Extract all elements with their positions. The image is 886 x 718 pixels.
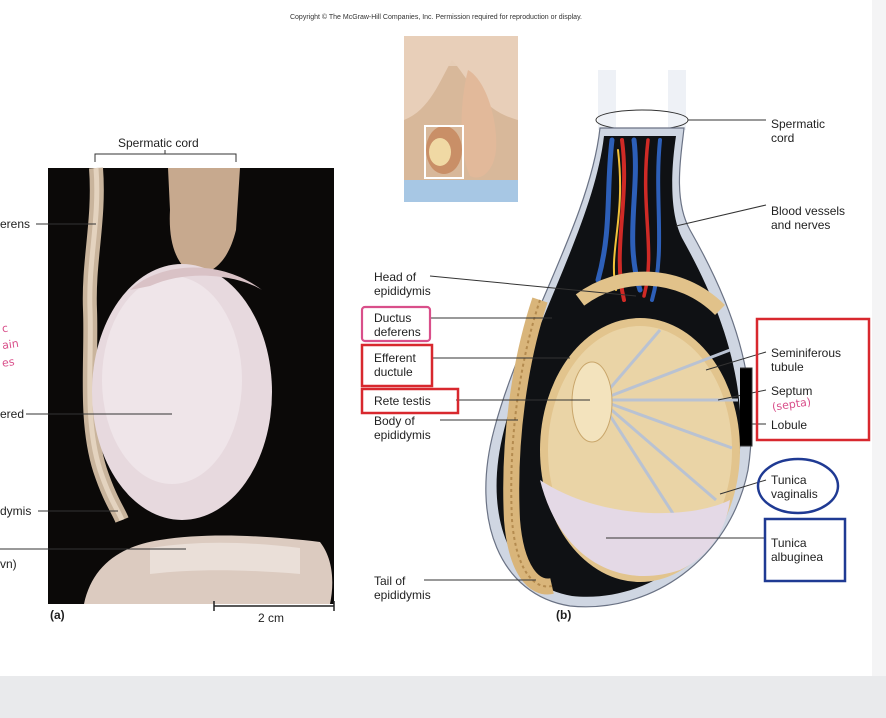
scrollbar[interactable]	[872, 0, 886, 676]
label-spermatic-cord-photo: Spermatic cord	[118, 136, 199, 150]
label-septum: Septum	[771, 384, 813, 398]
label-tunica-albuginea: Tunica albuginea	[771, 536, 824, 564]
label-tunica-vaginalis: Tunica vaginalis	[771, 473, 818, 501]
label-tail-of-epididymis: Tail of epididymis	[374, 574, 431, 602]
label-cut-shown: vn)	[0, 557, 17, 571]
blue-box-tunica-albuginea	[763, 517, 847, 583]
photo-cord-bracket	[94, 153, 237, 162]
label-cut-covered: ered	[0, 407, 25, 421]
label-blood-vessels-nerves: Blood vessels and nerves	[771, 204, 846, 232]
label-seminiferous-tubule: Seminiferous tubule	[771, 346, 842, 374]
handwritten-margin-note-2: ain	[1, 336, 20, 353]
label-rete-testis: Rete testis	[374, 394, 431, 408]
photo-spermatic-cord-tissue	[168, 168, 240, 276]
inset-highlight-box	[424, 125, 464, 179]
scale-bar-label: 2 cm	[258, 611, 285, 625]
pink-box-ductus-deferens	[360, 305, 432, 343]
red-box-seminiferous-septum-lobule	[755, 317, 871, 442]
head-of-epididymis	[575, 271, 725, 316]
rete-testis	[571, 361, 613, 443]
inset-penis	[461, 70, 497, 178]
handwritten-margin-note-3: es	[1, 355, 16, 370]
red-box-rete-testis	[360, 387, 460, 415]
right-leader-lines	[606, 119, 767, 539]
center-leader-lines	[424, 275, 637, 581]
label-cut-epididymis: dymis	[0, 504, 32, 518]
label-efferent-ductule: Efferent ductule	[374, 351, 416, 379]
copyright-notice: Copyright © The McGraw-Hill Companies, I…	[289, 14, 582, 21]
panel-letter-b: (b)	[556, 608, 572, 622]
panel-letter-a: (a)	[50, 608, 65, 622]
red-box-efferent-ductule	[360, 343, 434, 388]
tunica-albuginea-area	[540, 480, 730, 576]
label-spermatic-cord: Spermatic cord	[771, 117, 826, 145]
label-cut-ductus: erens	[0, 217, 31, 231]
blue-circle-tunica-vaginalis	[756, 457, 840, 515]
label-lobule: Lobule	[771, 418, 808, 432]
label-body-of-epididymis: Body of epididymis	[374, 414, 431, 442]
label-ductus-deferens: Ductus deferens	[374, 311, 421, 339]
label-head-of-epididymis: Head of epididymis	[374, 270, 431, 298]
